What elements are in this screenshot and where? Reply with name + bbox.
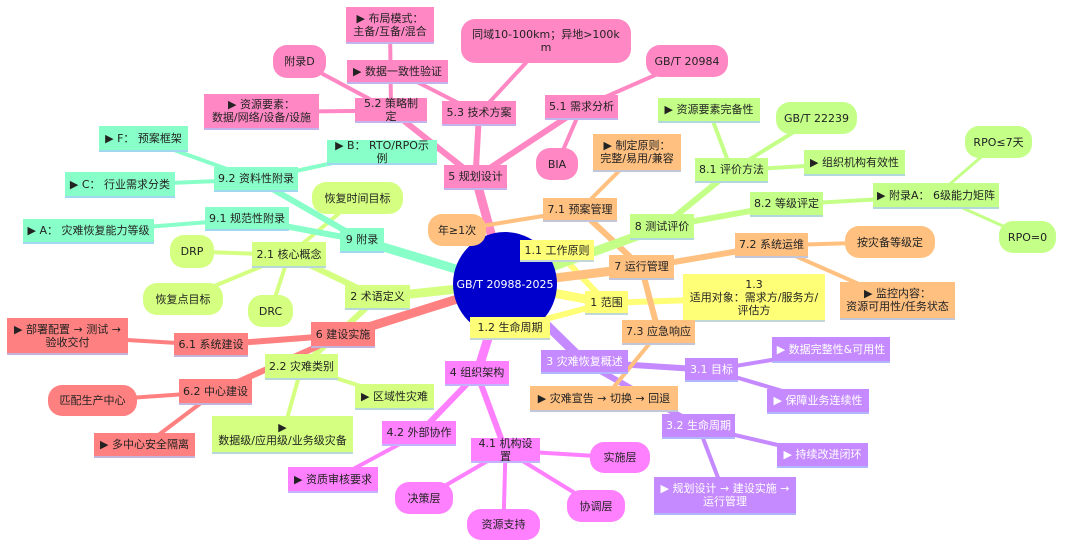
leaf-node[interactable]: ▶ 监控内容： 资源可用性/任务状态 <box>840 282 955 320</box>
leaf-node[interactable]: 年≥1次 <box>428 214 486 246</box>
topic-node[interactable]: 7.2 系统运维 <box>735 233 808 258</box>
leaf-node[interactable]: 协调层 <box>567 490 625 522</box>
leaf-node[interactable]: 附录D <box>273 45 326 78</box>
topic-node[interactable]: 3.1 目标 <box>685 358 738 382</box>
leaf-node[interactable]: ▶ 资源要素完备性 <box>658 98 760 123</box>
topic-node[interactable]: 8.1 评价方法 <box>695 158 768 183</box>
leaf-node[interactable]: 同域10-100km；异地>100k m <box>461 19 631 63</box>
topic-node[interactable]: 2.1 核心概念 <box>252 242 326 268</box>
leaf-node[interactable]: ▶ 多中心安全隔离 <box>94 433 195 458</box>
leaf-node[interactable]: 资源支持 <box>467 509 540 540</box>
leaf-node[interactable]: 1.3 适用对象：需求方/服务方/ 评估方 <box>683 274 825 322</box>
leaf-node[interactable]: ▶ 资源要素： 数据/网络/设备/设施 <box>204 94 319 130</box>
leaf-node[interactable]: ▶ 区域性灾难 <box>355 384 434 410</box>
leaf-node[interactable]: ▶ 持续改进闭环 <box>777 443 868 468</box>
topic-node[interactable]: 5.1 需求分析 <box>545 95 618 120</box>
leaf-node[interactable]: 按灾备等级定 <box>845 226 935 258</box>
branch-node[interactable]: 9 附录 <box>340 228 384 253</box>
leaf-node[interactable]: ▶ 数据级/应用级/业务级灾备 <box>212 416 353 454</box>
leaf-node[interactable]: 恢复点目标 <box>143 283 223 315</box>
topic-node[interactable]: ▶ 附录A： 6级能力矩阵 <box>873 183 999 209</box>
topic-node[interactable]: 6.2 中心建设 <box>179 379 252 405</box>
leaf-node[interactable]: ▶ 数据一致性验证 <box>347 60 448 84</box>
branch-node[interactable]: 1 范围 <box>585 291 628 315</box>
branch-node[interactable]: 2 术语定义 <box>345 285 410 310</box>
leaf-node[interactable]: 实施层 <box>590 442 650 473</box>
leaf-node[interactable]: ▶ 布局模式： 主备/互备/混合 <box>346 7 434 44</box>
leaf-node[interactable]: 1.1 工作原则 <box>520 240 594 262</box>
topic-node[interactable]: 2.2 灾难类别 <box>265 354 338 380</box>
leaf-node[interactable]: DRP <box>170 235 214 268</box>
leaf-node[interactable]: ▶ 规划设计 → 建设实施 → 运行管理 <box>654 477 796 515</box>
topic-node[interactable]: 7.3 应急响应 <box>622 320 695 345</box>
leaf-node[interactable]: GB/T 22239 <box>776 102 857 134</box>
leaf-node[interactable]: ▶ 数据完整性&可用性 <box>772 337 890 363</box>
leaf-node[interactable]: ▶ 制定原则： 完整/易用/兼容 <box>593 134 681 172</box>
leaf-node[interactable]: 1.2 生命周期 <box>470 317 550 340</box>
topic-node[interactable]: 9.2 资料性附录 <box>214 167 298 192</box>
topic-node[interactable]: 6.1 系统建设 <box>174 333 248 357</box>
leaf-node[interactable]: ▶ 组织机构有效性 <box>804 150 905 176</box>
leaf-node[interactable]: BIA <box>536 148 578 180</box>
topic-node[interactable]: 5.2 策略制定 <box>355 97 427 123</box>
leaf-node[interactable]: 决策层 <box>395 482 453 514</box>
leaf-node[interactable]: ▶ 保障业务连续性 <box>767 389 869 414</box>
leaf-node[interactable]: ▶ B： RTO/RPO示例 <box>327 139 437 165</box>
branch-node[interactable]: 5 规划设计 <box>444 165 507 190</box>
topic-node[interactable]: 9.1 规范性附录 <box>205 207 289 231</box>
leaf-node[interactable]: ▶ F： 预案框架 <box>99 126 188 152</box>
leaf-node[interactable]: RPO≤7天 <box>965 126 1032 158</box>
leaf-node[interactable]: RPO=0 <box>999 221 1056 253</box>
branch-node[interactable]: 3 灾难恢复概述 <box>541 350 628 374</box>
topic-node[interactable]: 8.2 等级评定 <box>750 192 823 217</box>
connector-line <box>474 370 509 454</box>
branch-node[interactable]: 4 组织架构 <box>445 361 509 386</box>
topic-node[interactable]: 7.1 预案管理 <box>543 198 617 222</box>
leaf-node[interactable]: 恢复时间目标 <box>312 182 403 214</box>
leaf-node[interactable]: ▶ 部署配置 → 测试 → 验收交付 <box>7 318 128 355</box>
leaf-node[interactable]: ▶ 资质审核要求 <box>288 467 378 493</box>
leaf-node[interactable]: GB/T 20984 <box>646 45 728 77</box>
branch-node[interactable]: 6 建设实施 <box>311 322 375 348</box>
topic-node[interactable]: 4.2 外部协作 <box>382 421 456 446</box>
topic-node[interactable]: 5.3 技术方案 <box>442 101 516 126</box>
leaf-node[interactable]: ▶ A： 灾难恢复能力等级 <box>23 219 154 244</box>
leaf-node[interactable]: ▶ C： 行业需求分类 <box>65 172 175 198</box>
topic-node[interactable]: 3.2 生命周期 <box>662 414 735 439</box>
leaf-node[interactable]: DRC <box>248 295 293 327</box>
leaf-node[interactable]: 匹配生产中心 <box>48 385 137 416</box>
branch-node[interactable]: 7 运行管理 <box>609 255 674 280</box>
topic-node[interactable]: 4.1 机构设置 <box>471 437 540 463</box>
leaf-node[interactable]: ▶ 灾难宣告 → 切换 → 回退 <box>530 386 678 412</box>
branch-node[interactable]: 8 测试评价 <box>630 214 694 240</box>
